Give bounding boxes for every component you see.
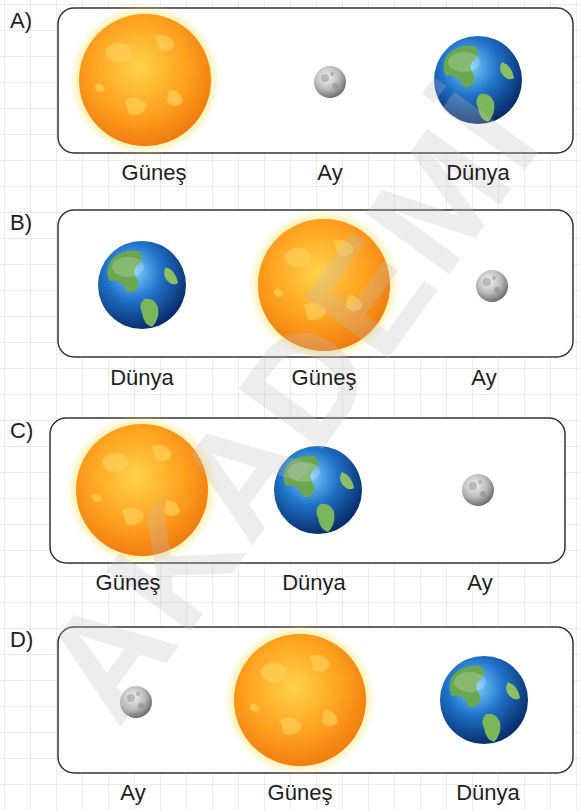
- earth-picture: [274, 446, 362, 534]
- earth-picture: [440, 656, 528, 744]
- body-name: Ay: [120, 782, 145, 804]
- body-name: Dünya: [282, 572, 346, 594]
- sun-picture: [248, 209, 400, 361]
- moon-picture: [476, 270, 508, 302]
- moon-picture: [314, 66, 346, 98]
- option-letter: C): [10, 420, 33, 442]
- body-name: Güneş: [268, 782, 333, 804]
- body-name: Dünya: [110, 367, 174, 389]
- body-name: Güneş: [122, 162, 187, 184]
- body-name: Ay: [467, 572, 492, 594]
- body-name: Ay: [317, 162, 342, 184]
- body-name: Güneş: [96, 572, 161, 594]
- body-name: Dünya: [456, 782, 520, 804]
- sun-picture: [66, 414, 218, 566]
- option-letter: A): [10, 10, 32, 32]
- moon-picture: [462, 474, 494, 506]
- option-letter: D): [10, 629, 33, 651]
- body-name: Dünya: [446, 162, 510, 184]
- moon-picture: [120, 686, 152, 718]
- sun-picture: [224, 624, 376, 776]
- option-letter: B): [10, 212, 32, 234]
- body-name: Güneş: [292, 367, 357, 389]
- body-name: Ay: [471, 367, 496, 389]
- sun-picture: [69, 4, 221, 156]
- earth-picture: [434, 36, 522, 124]
- earth-picture: [98, 241, 186, 329]
